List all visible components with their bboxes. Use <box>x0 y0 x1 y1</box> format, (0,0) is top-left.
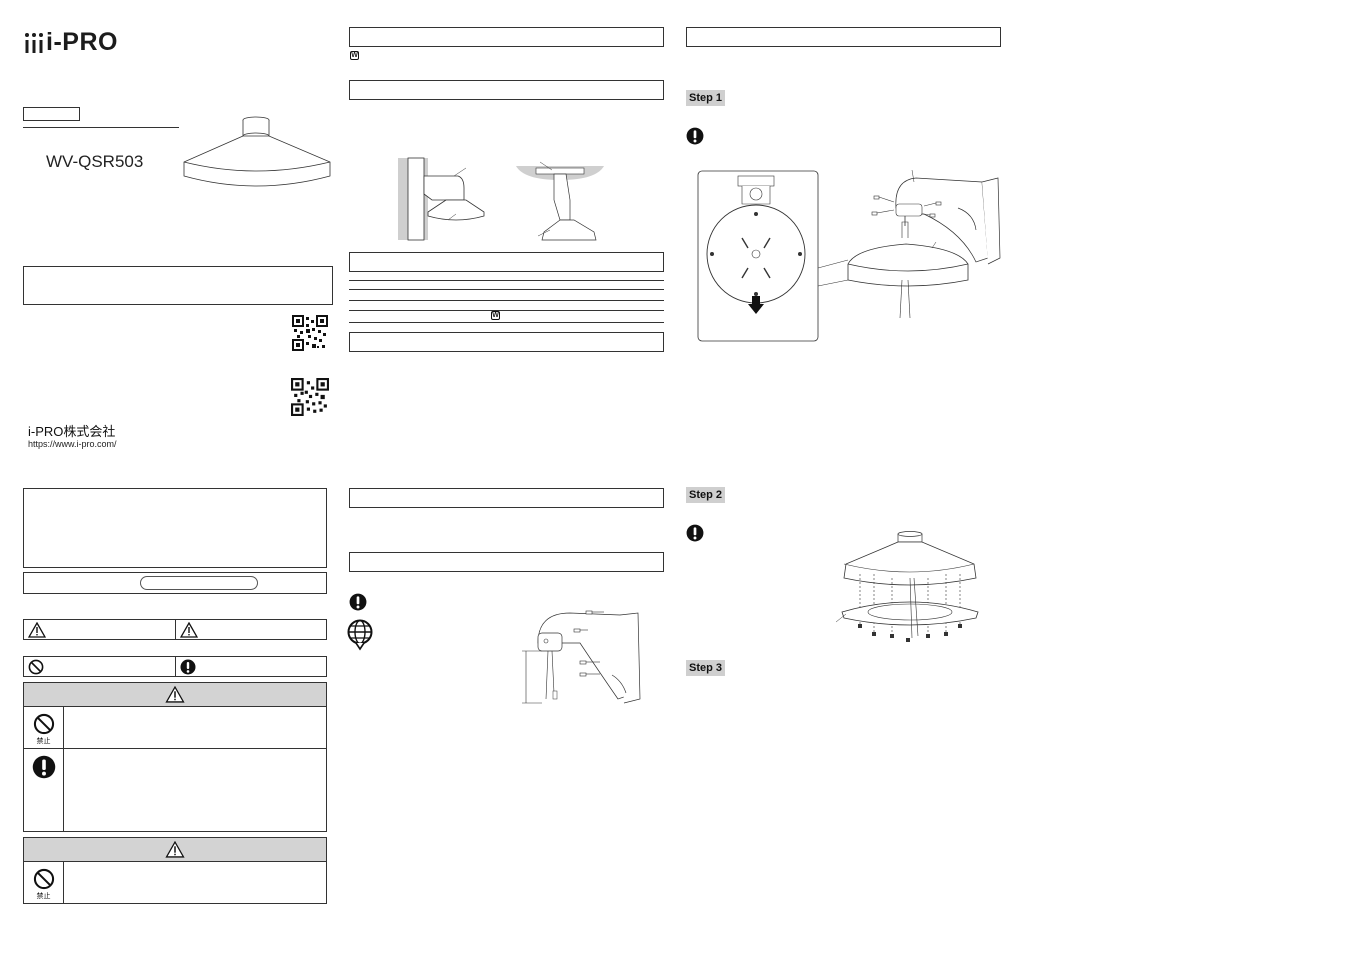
mandatory-icon <box>686 127 704 145</box>
prohibit-icon <box>28 659 44 674</box>
mandatory-icon <box>32 755 55 779</box>
title-underline <box>23 127 179 128</box>
w-mark-icon: W <box>350 51 359 60</box>
section-header-6 <box>349 552 664 572</box>
logo-text: i-PRO <box>46 28 118 56</box>
prohibit-cell <box>24 657 176 676</box>
w-mark-icon: W <box>491 311 500 320</box>
mandatory-cell <box>176 657 327 676</box>
warning-row-prohibit: 禁止 <box>23 707 327 749</box>
section-header-2 <box>349 80 664 100</box>
warning-triangle-icon <box>179 621 198 638</box>
section-header-1 <box>349 27 664 47</box>
record-box <box>23 572 327 594</box>
mandatory-icon <box>180 659 195 674</box>
step-2-label: Step 2 <box>686 487 726 503</box>
prohibit-icon <box>33 713 54 735</box>
ceiling-mount-illustration <box>516 161 604 241</box>
bracket-cable-illustration <box>522 610 641 704</box>
caution-cell <box>176 620 327 639</box>
wall-mount-illustration <box>398 157 485 241</box>
prohibit-icon <box>33 868 54 890</box>
doc-type-box <box>23 107 80 121</box>
prohibit-label: 禁止 <box>36 893 51 900</box>
section-header-4 <box>349 332 664 352</box>
brand-logo: i-PRO <box>24 28 118 57</box>
warning-cell <box>24 620 176 639</box>
serial-number-field <box>140 576 258 590</box>
product-illustration <box>183 116 331 187</box>
step-1-label: Step 1 <box>686 90 726 106</box>
warning-header <box>23 682 327 707</box>
notice-box <box>23 266 333 305</box>
mandatory-icon <box>686 524 704 542</box>
section-header-3 <box>349 252 664 272</box>
warning-row-mandatory <box>23 748 327 832</box>
mandatory-icon <box>349 593 367 611</box>
symbol-table-row-1 <box>23 619 327 640</box>
step-3-label: Step 3 <box>686 660 726 676</box>
caution-header <box>23 837 327 862</box>
warning-triangle-icon <box>28 621 46 638</box>
company-name: i-PRO株式会社 <box>28 424 116 439</box>
parts-table-line-5 <box>349 322 664 323</box>
qr-code-icon <box>291 378 329 416</box>
globe-icon <box>347 619 373 651</box>
warning-triangle-icon <box>165 841 185 858</box>
step-1-illustration <box>697 169 1001 342</box>
prohibit-label: 禁止 <box>36 738 51 745</box>
parts-table-line-2 <box>349 289 664 290</box>
parts-table-line-4 <box>349 310 664 311</box>
section-header-5 <box>349 488 664 508</box>
qr-code-icon <box>292 315 328 351</box>
safety-intro-box <box>23 488 327 568</box>
caution-row-prohibit: 禁止 <box>23 862 327 904</box>
model-number: WV-QSR503 <box>46 152 144 171</box>
section-header-7 <box>686 27 1001 47</box>
symbol-table-row-2 <box>23 656 327 677</box>
company-url[interactable]: https://www.i-pro.com/ <box>28 439 117 449</box>
logo-dots-icon <box>25 32 43 53</box>
warning-triangle-icon <box>165 686 185 703</box>
step-2-illustration <box>835 531 979 642</box>
parts-table-line-3 <box>349 300 664 301</box>
parts-table-line-1 <box>349 280 664 281</box>
